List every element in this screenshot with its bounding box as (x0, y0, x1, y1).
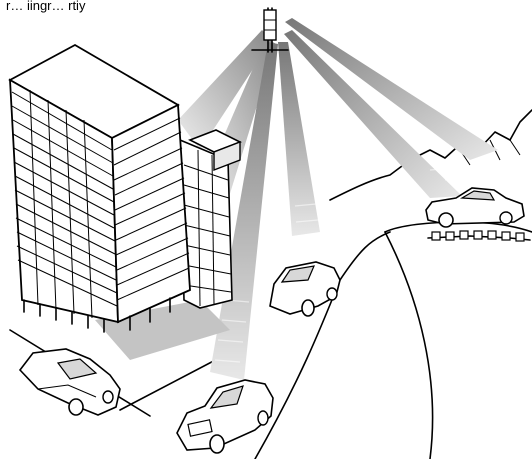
beam-to-middle-car (278, 42, 320, 236)
car-icon (20, 349, 120, 415)
office-building-icon (10, 45, 190, 332)
roadside-stones (428, 231, 530, 241)
car-icon (177, 380, 273, 453)
